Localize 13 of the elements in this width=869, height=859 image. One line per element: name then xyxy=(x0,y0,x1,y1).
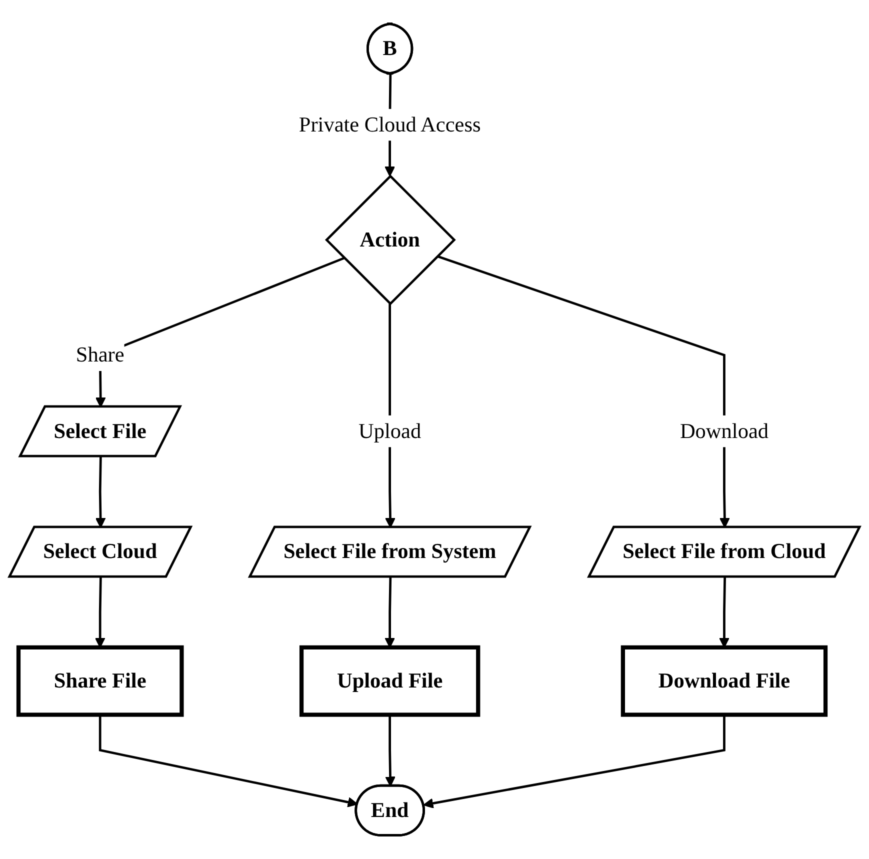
node-box: Download File xyxy=(620,645,828,717)
arrow xyxy=(423,714,726,808)
node-box: Upload File xyxy=(299,645,480,717)
node-box: Share File xyxy=(16,645,184,717)
arrow xyxy=(98,714,358,808)
arrow xyxy=(385,714,396,787)
edge-label: Share xyxy=(76,342,124,366)
edge-label: Upload xyxy=(358,418,422,442)
edge-label: Private Cloud Access xyxy=(298,112,481,136)
arrow xyxy=(436,255,730,528)
node-diamond: Action xyxy=(324,174,456,306)
arrow xyxy=(95,456,106,528)
edge-label: Download xyxy=(680,418,769,442)
